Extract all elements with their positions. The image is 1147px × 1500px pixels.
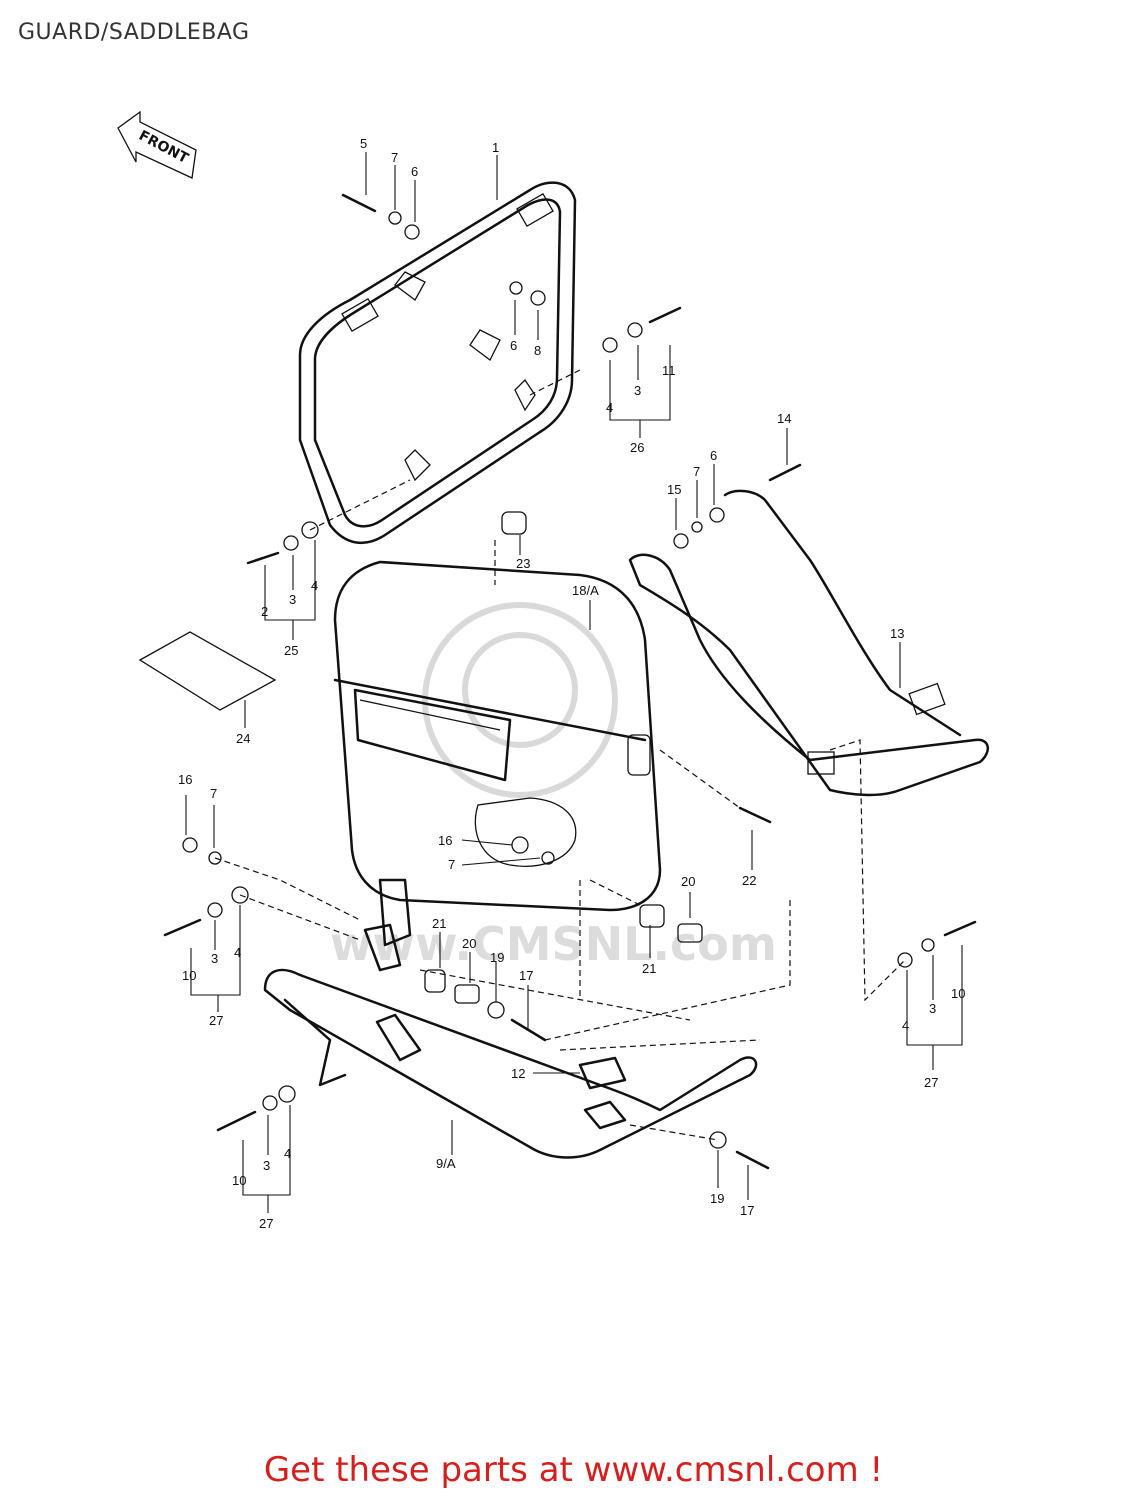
callout-label: 17 — [740, 1203, 754, 1218]
callout-label: 11 — [662, 363, 676, 378]
grommet-23 — [501, 511, 527, 535]
assembly-lines — [214, 369, 906, 1141]
callout-label: 2 — [261, 604, 268, 619]
callout-label: 19 — [490, 950, 504, 965]
callout-label: 6 — [710, 448, 717, 463]
front-arrow-icon: FRONT — [117, 110, 197, 179]
callout-label: 3 — [929, 1001, 936, 1016]
callout-label: 7 — [391, 150, 398, 165]
callout-label: 7 — [210, 786, 217, 801]
callout-label: 18/A — [572, 583, 599, 598]
callout-label: 27 — [209, 1013, 223, 1028]
callout-label: 3 — [634, 383, 641, 398]
callout-label: 4 — [284, 1146, 291, 1161]
callout-label: 10 — [232, 1173, 246, 1188]
watermark: www.CMSNL.com — [330, 602, 777, 971]
watermark-text: www.CMSNL.com — [330, 917, 777, 971]
callout-label: 4 — [311, 578, 318, 593]
callout-label: 27 — [924, 1075, 938, 1090]
callout-label: 24 — [236, 731, 250, 746]
callout-label: 16 — [178, 772, 192, 787]
callout-label: 6 — [411, 164, 418, 179]
callout-label: 10 — [182, 968, 196, 983]
callout-label: 1 — [492, 140, 499, 155]
upper-guard-frame — [298, 181, 577, 545]
callout-label: 3 — [263, 1158, 270, 1173]
lower-frame-9A — [263, 878, 758, 1159]
upper-fasteners — [341, 193, 682, 353]
callout-label: 6 — [510, 338, 517, 353]
callout-label: 22 — [742, 873, 756, 888]
callout-label: 19 — [710, 1191, 724, 1206]
cta-footer-link[interactable]: Get these parts at www.cmsnl.com ! — [263, 1450, 884, 1490]
callout-label: 10 — [951, 986, 965, 1001]
callout-label: 15 — [667, 482, 681, 497]
callout-label: 12 — [511, 1066, 525, 1081]
callout-label: 4 — [234, 945, 241, 960]
callout-label: 27 — [259, 1216, 273, 1231]
page-title: GUARD/SADDLEBAG — [18, 20, 250, 45]
callout-label: 4 — [606, 400, 613, 415]
callout-label: 7 — [448, 857, 455, 872]
callout-labels: 5 7 6 1 6 8 11 3 4 26 14 15 7 6 23 18/A … — [178, 136, 965, 1231]
callout-label: 13 — [890, 626, 904, 641]
callout-label: 21 — [642, 961, 656, 976]
callout-label: 26 — [630, 440, 644, 455]
label-card-24 — [138, 631, 277, 711]
callout-label: 23 — [516, 556, 530, 571]
lower-fasteners — [163, 507, 977, 1170]
saddlebag-body — [333, 560, 662, 912]
callout-label: 25 — [284, 643, 298, 658]
right-rail-13 — [628, 463, 989, 797]
leader-lines — [185, 152, 963, 1213]
callout-label: 7 — [693, 464, 700, 479]
callout-label: 20 — [462, 936, 476, 951]
callout-label: 3 — [211, 951, 218, 966]
callout-label: 21 — [432, 916, 446, 931]
callout-label: 8 — [534, 343, 541, 358]
callout-label: 3 — [289, 592, 296, 607]
callout-label: 16 — [438, 833, 452, 848]
callout-label: 5 — [360, 136, 367, 151]
callout-label: 20 — [681, 874, 695, 889]
callout-label: 9/A — [436, 1156, 456, 1171]
callout-label: 14 — [777, 411, 791, 426]
callout-label: 17 — [519, 968, 533, 983]
callout-label: 4 — [902, 1018, 909, 1033]
